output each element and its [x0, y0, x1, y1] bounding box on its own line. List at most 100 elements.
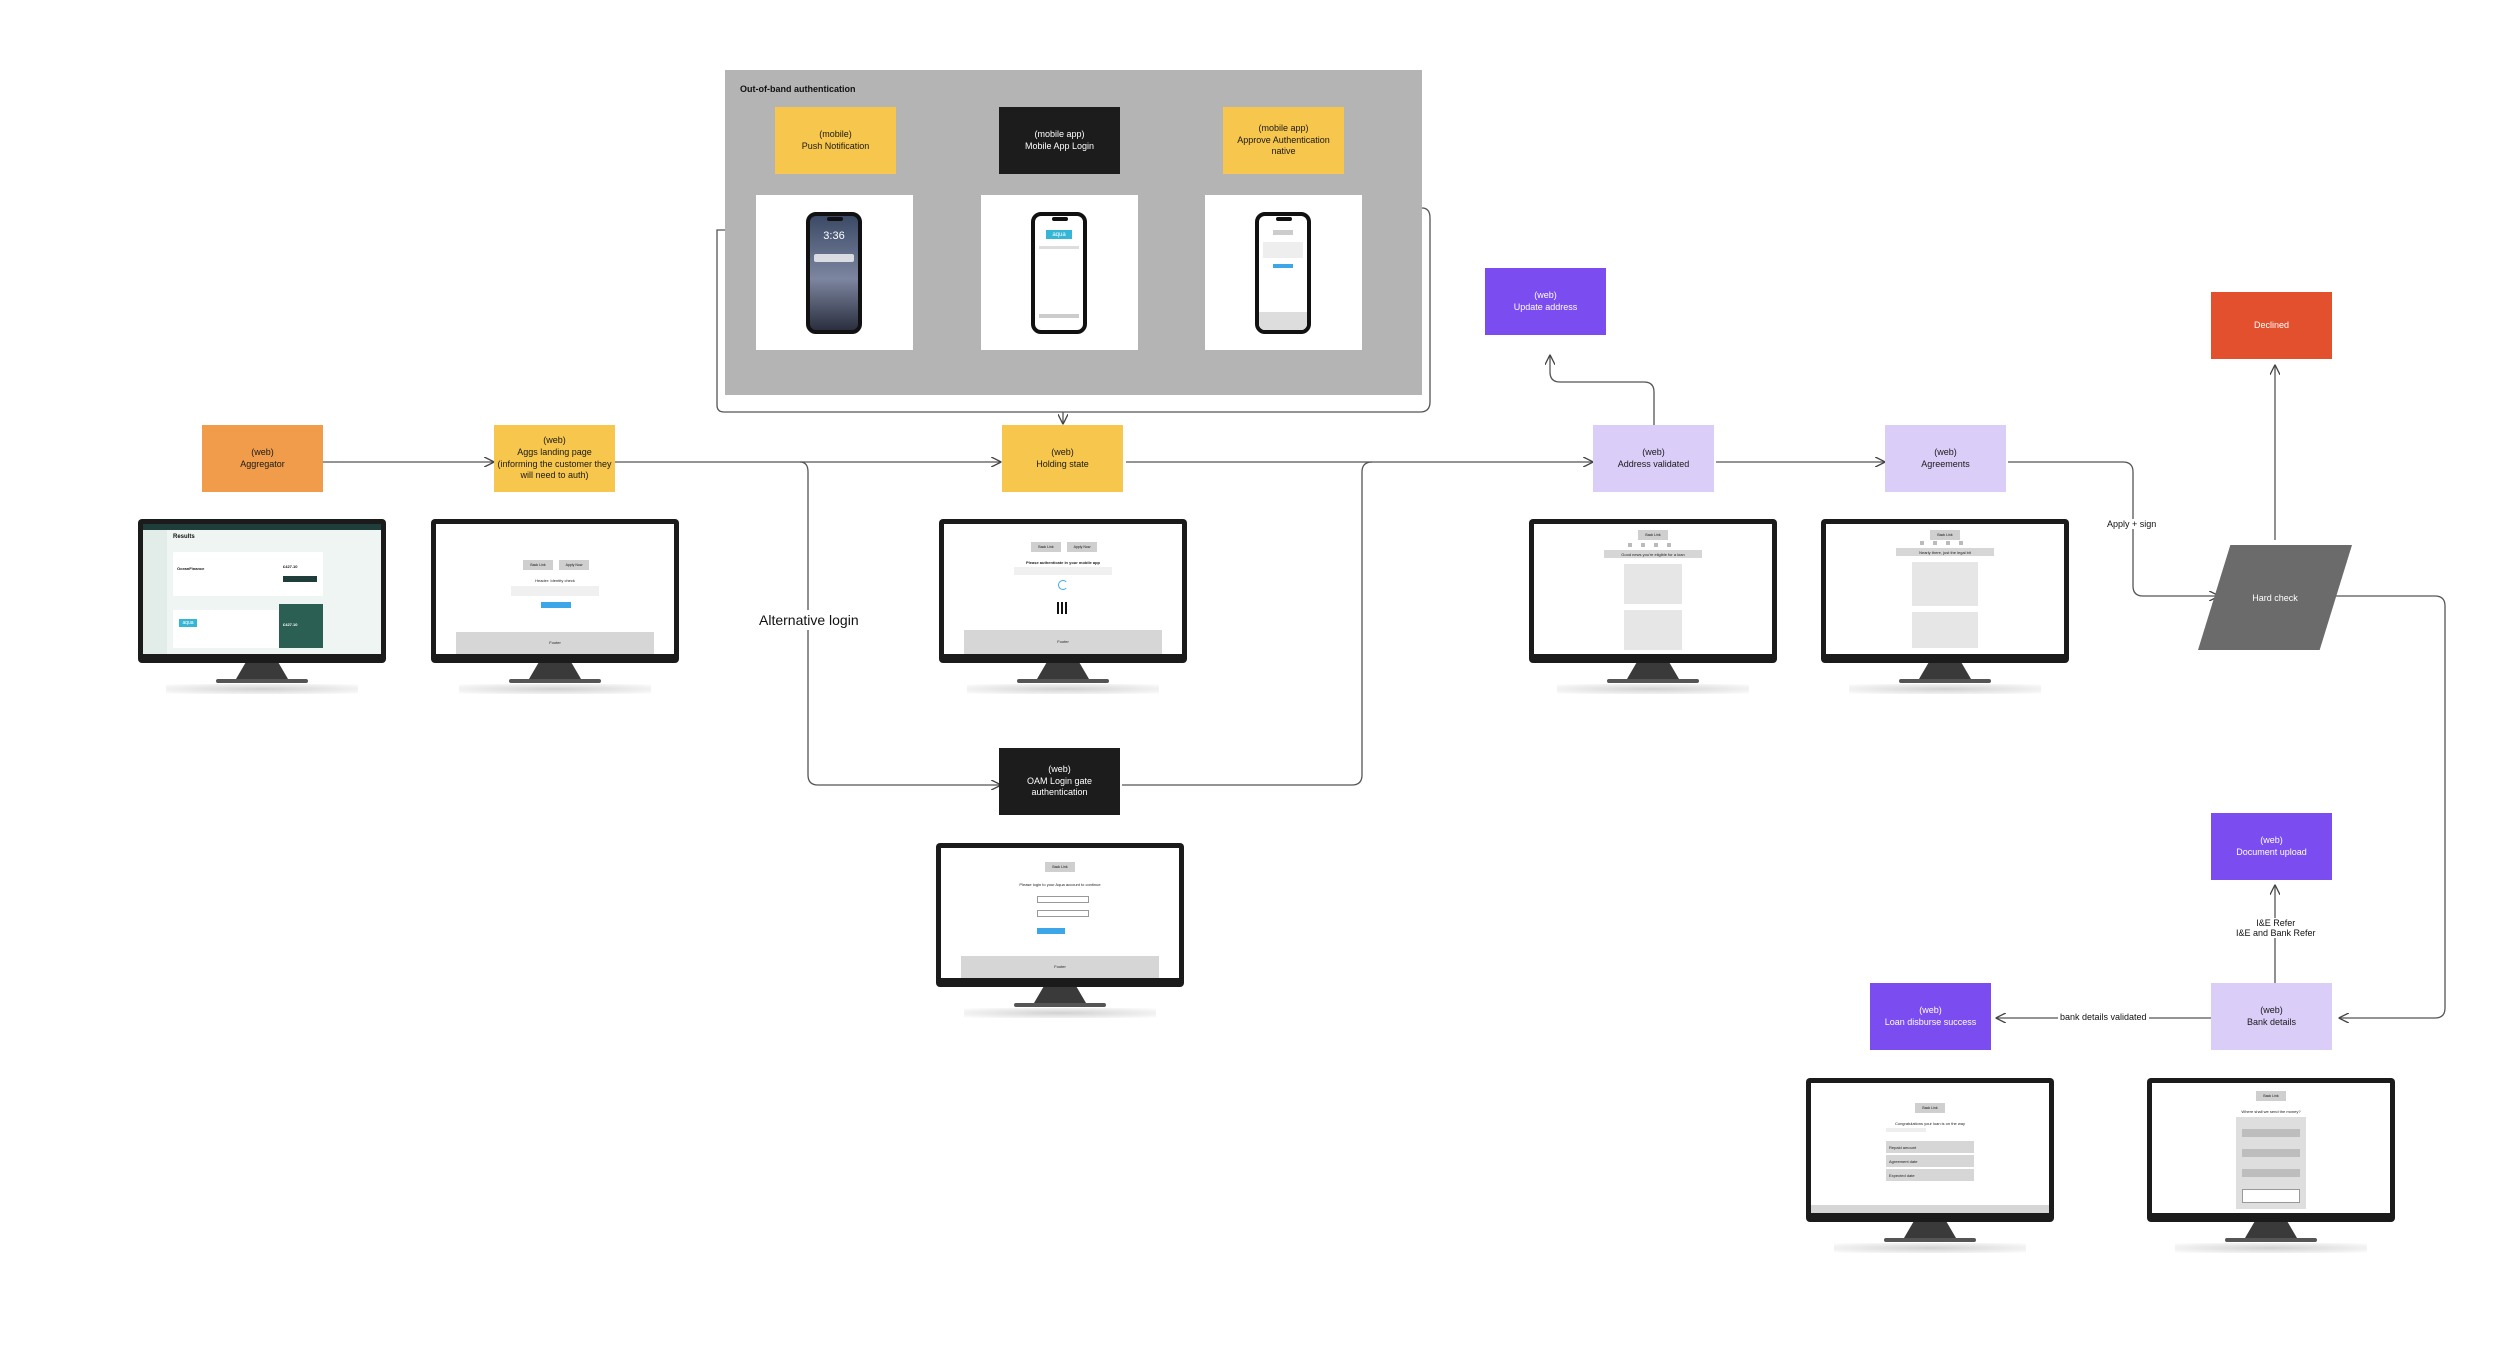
monitor-neck — [236, 663, 288, 679]
node-agreements[interactable]: (web) Agreements — [1885, 425, 2006, 492]
node-declined[interactable]: Declined — [2211, 292, 2332, 359]
bank-submit-box — [2242, 1189, 2300, 1203]
monitor-shadow — [1849, 684, 2041, 694]
agreements-page: Back Link Nearly there, just the legal b… — [1826, 524, 2064, 654]
aggs-tab-2: Apply Now — [559, 560, 589, 570]
aggs-footer — [456, 632, 654, 654]
monitor-neck — [1037, 663, 1089, 679]
success-row-2-text: Agreement date — [1889, 1159, 1918, 1164]
node-bank-details[interactable]: (web) Bank details — [2211, 983, 2332, 1050]
node-holding-state[interactable]: (web) Holding state — [1002, 425, 1123, 492]
phone-notch — [827, 217, 843, 221]
label-apply-sign: Apply + sign — [2105, 519, 2159, 529]
lockscreen-time: 3:36 — [823, 230, 845, 242]
edge-oam-address — [1122, 462, 1592, 786]
monitor-neck — [529, 663, 581, 679]
approve-button — [1273, 264, 1293, 268]
address-page: Back Link Good news you're eligible for … — [1534, 524, 1772, 654]
holding-paragraph — [1014, 567, 1112, 575]
login-field — [1039, 246, 1079, 249]
agreements-title-bar — [1896, 548, 1994, 556]
agreements-title: Nearly there, just the legal bit — [1919, 550, 1971, 555]
phone-shot-approve — [1205, 195, 1362, 350]
agreements-tab: Back Link — [1930, 530, 1960, 540]
offer-price-1: £427.10 — [283, 564, 298, 569]
phone-notch — [1052, 217, 1068, 221]
holding-footer-text: Footer — [1057, 639, 1069, 644]
oam-title: Please login to your Aqua account to con… — [1019, 882, 1101, 887]
monitor-base — [509, 679, 601, 683]
phone-shot-login: aqua — [981, 195, 1138, 350]
label-bank-validated: bank details validated — [2058, 1012, 2149, 1022]
node-aggs-landing[interactable]: (web) Aggs landing page (informing the c… — [494, 425, 615, 492]
success-row-3-text: Expected date — [1889, 1173, 1915, 1178]
monitor-base — [216, 679, 308, 683]
node-loan-disburse-success[interactable]: (web) Loan disburse success — [1870, 983, 1991, 1050]
oam-password-field — [1037, 910, 1089, 917]
bank-field-3 — [2242, 1169, 2300, 1177]
aggregator-page: Results OceanFinance £427.10 aqua £427.1… — [143, 524, 381, 654]
edge-address-update — [1550, 356, 1655, 425]
success-title: Congratulations your loan is on the way — [1894, 1121, 1966, 1126]
bank-page: Back Link Where shall we send the money? — [2152, 1083, 2390, 1213]
phone-frame — [1255, 212, 1311, 334]
offer-aqua-logo: aqua — [179, 619, 197, 627]
holding-page: Back Link Apply Now Please authenticate … — [944, 524, 1182, 654]
node-aggregator[interactable]: (web) Aggregator — [202, 425, 323, 492]
node-update-address[interactable]: (web) Update address — [1485, 268, 1606, 335]
bank-tab: Back Link — [2256, 1091, 2286, 1101]
address-tab: Back Link — [1638, 530, 1668, 540]
edge-hardcheck-bank — [2335, 595, 2446, 1018]
aggregator-sidebar — [143, 530, 167, 654]
monitor-base — [2225, 1238, 2317, 1242]
node-mobile-app-login[interactable]: (mobile app) Mobile App Login — [999, 107, 1120, 174]
holding-tab-1: Back Link — [1031, 542, 1061, 552]
node-approve-authentication[interactable]: (mobile app) Approve Authentication nati… — [1223, 107, 1344, 174]
monitor-shadow — [1557, 684, 1749, 694]
success-tab: Back Link — [1915, 1103, 1945, 1113]
offer-card-1 — [173, 552, 323, 596]
aqua-logo: aqua — [1046, 230, 1072, 239]
node-push-notification[interactable]: (mobile) Push Notification — [775, 107, 896, 174]
monitor-shadow — [2175, 1243, 2367, 1253]
node-address-validated[interactable]: (web) Address validated — [1593, 425, 1714, 492]
aggs-tab-1: Back Link — [523, 560, 553, 570]
address-card-2 — [1624, 610, 1682, 650]
agreements-progress-dots — [1920, 541, 1970, 545]
monitor-shadow — [1834, 1243, 2026, 1253]
approve-header — [1273, 230, 1293, 235]
monitor-base — [1014, 1003, 1106, 1007]
success-row-2 — [1886, 1155, 1974, 1167]
success-footer — [1811, 1205, 2049, 1213]
monitor-base — [1017, 679, 1109, 683]
aggs-footer-text: Footer — [549, 640, 561, 645]
login-button — [1039, 314, 1079, 318]
oam-page: Back Link Please login to your Aqua acco… — [941, 848, 1179, 978]
monitor-neck — [2245, 1222, 2297, 1238]
monitor-shadow — [967, 684, 1159, 694]
success-page: Back Link Congratulations your loan is o… — [1811, 1083, 2049, 1213]
monitor-base — [1884, 1238, 1976, 1242]
aggs-text: Header: Identity check — [535, 578, 575, 583]
node-oam-login[interactable]: (web) OAM Login gate authentication — [999, 748, 1120, 815]
agreements-card — [1912, 562, 1978, 606]
holding-qr-icon — [1057, 602, 1069, 614]
offer-brand: OceanFinance — [177, 566, 205, 571]
monitor-shadow — [166, 684, 358, 694]
edge-oob-bracket — [716, 207, 1431, 413]
oam-username-field — [1037, 896, 1089, 903]
monitor-shadow — [459, 684, 651, 694]
phone-shot-lockscreen: 3:36 — [756, 195, 913, 350]
address-progress-dots — [1628, 543, 1678, 547]
node-document-upload[interactable]: (web) Document upload — [2211, 813, 2332, 880]
edge-agreements-hardcheck — [2008, 461, 2218, 596]
phone-notch — [1276, 217, 1292, 221]
offer-highlight — [279, 604, 323, 648]
address-title-bar — [1604, 550, 1702, 558]
offer-price-2: £427.10 — [283, 622, 298, 627]
oam-tab: Back Link — [1045, 862, 1075, 872]
holding-spinner-icon — [1058, 580, 1068, 590]
oob-group-title: Out-of-band authentication — [740, 84, 856, 94]
holding-footer — [964, 630, 1162, 654]
